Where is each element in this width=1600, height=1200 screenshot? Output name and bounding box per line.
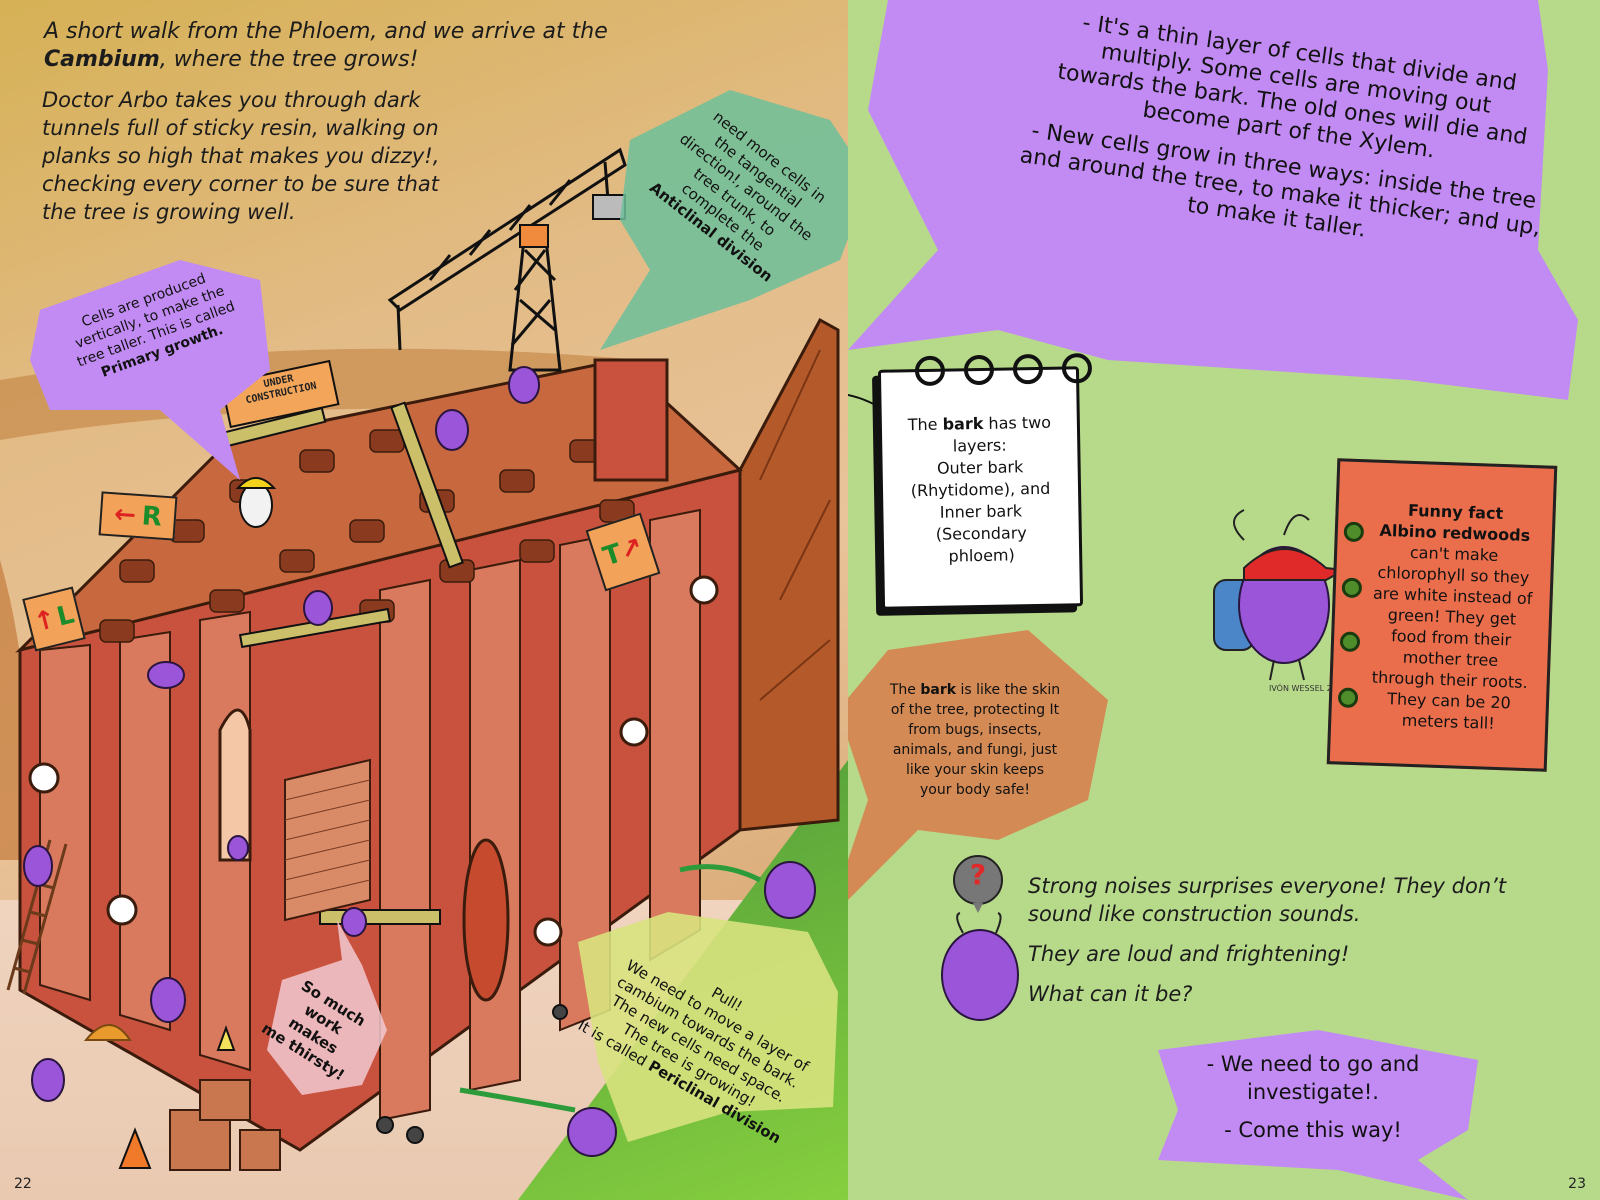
sign-r-letter: R <box>140 501 163 533</box>
notepad-bold: bark <box>942 413 984 434</box>
notepad-rings <box>914 353 1093 387</box>
top-bubble-shape <box>848 0 1578 400</box>
bark-bubble-line1: The bark is like the skin <box>860 680 1090 700</box>
creature-ground1 <box>150 977 186 1023</box>
fact-bullet <box>1343 521 1365 543</box>
thirsty-bubble-shape <box>267 920 387 1095</box>
bark-bubble-line: like your skin keeps <box>905 762 1044 778</box>
noises-line: They are loud and frightening! <box>1028 942 1350 966</box>
notepad-ring <box>1012 353 1044 385</box>
fact-bullet <box>1337 687 1359 709</box>
creature-ladder <box>23 845 53 887</box>
bark-bubble-bold: bark <box>920 682 957 698</box>
bottom-bubble-line: - We need to go and <box>1206 1052 1420 1076</box>
noises-line: Strong noises surprises everyone! They d… <box>1028 874 1507 898</box>
walk-line: the tree is growing well. <box>42 200 296 224</box>
walk-line: tunnels full of sticky resin, walking on <box>42 116 439 140</box>
notepad-line: Outer bark <box>936 457 1024 478</box>
creature-edge <box>147 661 185 689</box>
funny-fact-card: Funny fact Albino redwoods can't make ch… <box>1326 458 1558 772</box>
notepad-line1: The bark has two <box>892 411 1067 436</box>
bark-bubble-line: from bugs, insects, <box>908 722 1042 738</box>
left-page: ← R ↑ L T ↗ UNDER CONSTRUCTION A short w… <box>0 0 848 1200</box>
intro-bold: Cambium <box>44 47 160 72</box>
creature-window <box>227 835 249 861</box>
notepad-line: layers: <box>952 435 1007 456</box>
notepad-line: (Rhytidome), and <box>910 478 1051 501</box>
cambium-illustration <box>0 147 840 1171</box>
bark-bubble-line: your body safe! <box>919 782 1031 798</box>
fact-bullet <box>1339 631 1361 653</box>
fact-bullet <box>1341 577 1363 599</box>
creature-cart <box>31 1058 65 1102</box>
explorer-creature <box>1213 509 1348 681</box>
sign-r-arrow: ← <box>113 499 137 531</box>
bottom-bubble: - We need to go and investigate!. - Come… <box>1168 1050 1458 1144</box>
walk-line: planks so high that makes you dizzy!, <box>42 144 440 168</box>
periclinal-bubble-shape <box>578 912 838 1142</box>
notepad-ring <box>1061 353 1093 384</box>
sign-r: ← R <box>98 491 178 541</box>
bark-bubble-line: animals, and fungi, just <box>892 742 1058 758</box>
walk-paragraph: Doctor Arbo takes you through dark tunne… <box>42 86 482 226</box>
bottom-bubble-shape <box>1158 1030 1478 1200</box>
bark-bubble-prefix: The <box>889 682 921 698</box>
bark-notepad: The bark has two layers: Outer bark (Rhy… <box>877 353 1093 610</box>
notepad-line: Inner bark <box>939 501 1023 522</box>
anticlinal-bubble-shape <box>600 90 848 350</box>
creature-crane <box>508 366 540 404</box>
page-number-left: 22 <box>14 1176 32 1192</box>
question-creature <box>941 855 1019 1021</box>
question-mark: ? <box>969 858 987 891</box>
noises-narration: Strong noises surprises everyone! They d… <box>1028 872 1548 1008</box>
primary-bubble-shape <box>30 260 270 480</box>
notepad-line: phloem) <box>948 545 1015 566</box>
walk-line: Doctor Arbo takes you through dark <box>42 88 421 112</box>
creature-rope1 <box>764 861 816 919</box>
fact-body: Funny fact Albino redwoods can't make ch… <box>1357 498 1547 735</box>
bark-bubble-shape <box>848 630 1108 900</box>
notepad-line: (Secondary <box>935 523 1027 544</box>
creature-pulley <box>341 907 367 937</box>
bark-slab <box>738 317 840 832</box>
walk-line: checking every corner to be sure that <box>42 172 440 196</box>
artist-signature: IVÓN WESSEL 2024 <box>1268 684 1348 693</box>
intro-line1: A short walk from the Phloem, and we arr… <box>44 19 608 44</box>
creature-rope2 <box>567 1107 617 1157</box>
page-number-right: 23 <box>1568 1176 1586 1192</box>
intro-line2: Cambium, where the tree grows! <box>44 46 644 74</box>
creature-middle <box>303 590 333 626</box>
bottom-bubble-line: - Come this way! <box>1224 1118 1402 1142</box>
bark-bubble-line: of the tree, protecting It <box>890 702 1060 718</box>
notepad-text: The bark has two layers: Outer bark (Rhy… <box>892 411 1070 568</box>
bark-bubble-rest: is like the skin <box>956 682 1061 698</box>
bottom-bubble-line: investigate!. <box>1247 1080 1379 1104</box>
noises-line: What can it be? <box>1028 982 1193 1006</box>
intro-line2-rest: , where the tree grows! <box>159 47 419 72</box>
notepad-ring <box>914 355 946 387</box>
noises-line: sound like construction sounds. <box>1028 902 1361 926</box>
bark-bubble: The bark is like the skin of the tree, p… <box>860 680 1090 800</box>
intro-text: A short walk from the Phloem, and we arr… <box>44 18 644 74</box>
notepad-ring <box>963 354 995 386</box>
creature-plank <box>435 409 469 451</box>
notepad-rest: has two <box>983 412 1052 433</box>
notepad-prefix: The <box>907 414 943 435</box>
